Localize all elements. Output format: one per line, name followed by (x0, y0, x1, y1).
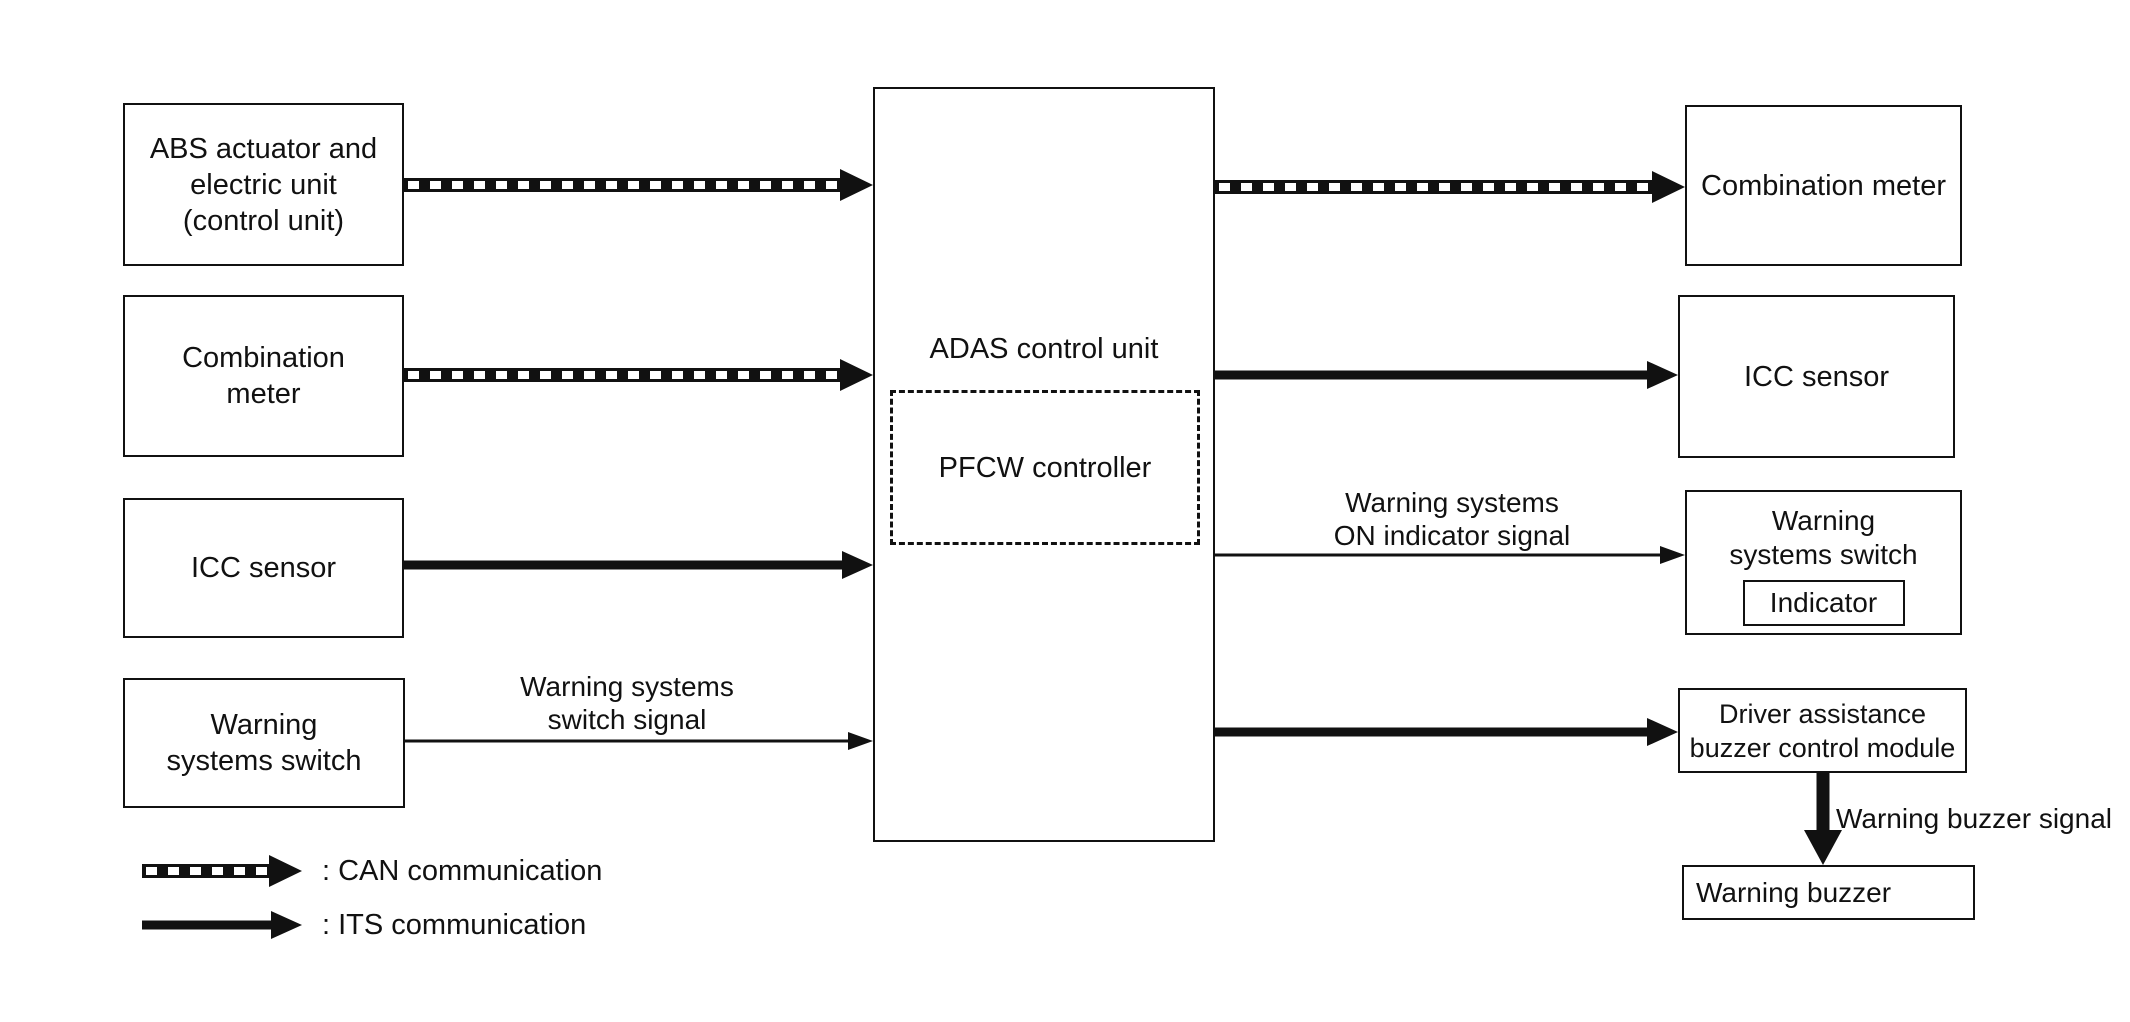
node-icc-sensor-right: ICC sensor (1678, 295, 1955, 458)
node-warning-buzzer: Warning buzzer (1682, 865, 1975, 920)
node-icc-sensor-right-label: ICC sensor (1743, 360, 1890, 393)
legend-can-label: : CAN communication (322, 855, 603, 887)
node-icc-sensor-left: ICC sensor (123, 498, 404, 638)
legend-its-label: : ITS communication (322, 909, 587, 941)
node-warning-systems-switch-right-label: Warning systems switch (1729, 505, 1918, 570)
node-warning-buzzer-label: Warning buzzer (1696, 876, 1892, 908)
label-warning-systems-switch-signal: Warning systems switch signal (520, 671, 734, 735)
node-adas-control-unit-label: ADAS control unit (929, 333, 1159, 365)
node-pfcw-controller-label: PFCW controller (938, 451, 1152, 484)
node-abs-actuator-unit-label: ABS actuator and electric unit (control … (149, 132, 378, 237)
node-warning-systems-switch-left: Warning systems switch (123, 678, 405, 808)
node-driver-assistance-buzzer-module: Driver assistance buzzer control module (1678, 688, 1967, 773)
node-warning-systems-switch-left-label: Warning systems switch (166, 709, 362, 777)
node-combination-meter-left-label: Combination meter (182, 342, 345, 410)
node-adas-control-unit: ADAS control unit PFCW controller (873, 87, 1215, 842)
node-indicator-label: Indicator (1769, 587, 1878, 618)
node-abs-actuator-unit: ABS actuator and electric unit (control … (123, 103, 404, 266)
node-pfcw-controller: PFCW controller (890, 390, 1200, 545)
node-driver-assistance-buzzer-module-label: Driver assistance buzzer control module (1689, 698, 1956, 763)
label-warning-buzzer-signal: Warning buzzer signal (1836, 803, 2112, 834)
node-warning-systems-switch-right: Warning systems switch Indicator (1685, 490, 1962, 635)
node-combination-meter-left: Combination meter (123, 295, 404, 457)
label-warning-systems-on-indicator-signal: Warning systems ON indicator signal (1333, 487, 1571, 551)
node-combination-meter-right-label: Combination meter (1701, 169, 1946, 202)
node-combination-meter-right: Combination meter (1685, 105, 1962, 266)
node-indicator: Indicator (1742, 580, 1905, 626)
node-icc-sensor-left-label: ICC sensor (190, 552, 337, 584)
